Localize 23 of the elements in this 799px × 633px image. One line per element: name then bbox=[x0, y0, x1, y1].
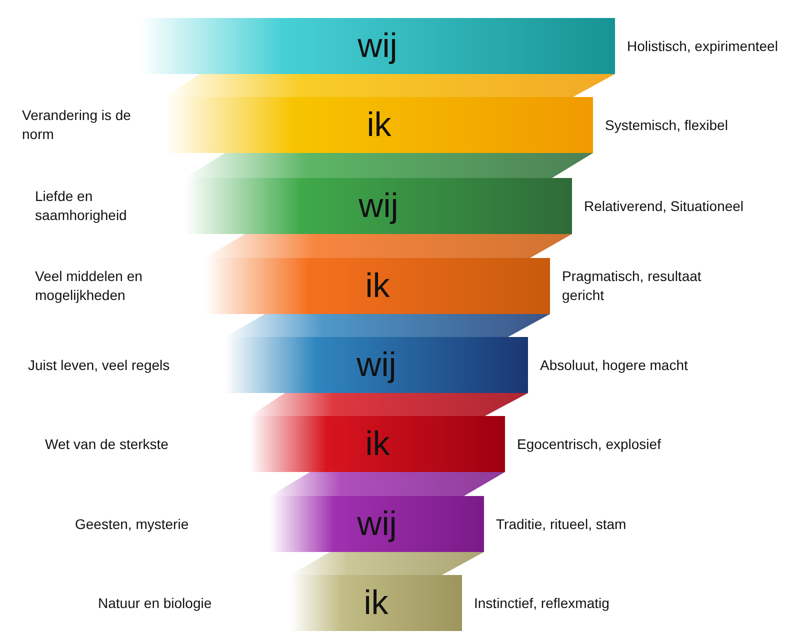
left-description: Natuur en biologie bbox=[98, 594, 212, 612]
right-description: Absoluut, hogere macht bbox=[540, 356, 689, 375]
band-label: ik bbox=[366, 108, 392, 142]
band-label: ik bbox=[365, 427, 390, 461]
right-description: Traditie, ritueel, stam bbox=[496, 514, 628, 534]
left-description: Liefde en saamhorigheid bbox=[35, 187, 128, 225]
right-description: Holistisch, expirimenteel bbox=[627, 36, 779, 56]
band-label: wij bbox=[357, 507, 397, 541]
band-label: wij bbox=[358, 29, 398, 63]
band-label: ik bbox=[365, 269, 390, 303]
left-description: Verandering is de norm bbox=[22, 106, 132, 144]
right-description: Relativerend, Situationeel bbox=[584, 196, 745, 216]
band-label: wij bbox=[358, 189, 398, 223]
left-description: Geesten, mysterie bbox=[75, 514, 189, 534]
right-description: Instinctief, reflexmatig bbox=[474, 594, 610, 613]
left-description: Veel middelen en mogelijkheden bbox=[35, 267, 144, 305]
left-description: Wet van de sterkste bbox=[45, 434, 168, 454]
right-description: Egocentrisch, explosief bbox=[517, 434, 662, 454]
right-description: Pragmatisch, resultaat gericht bbox=[562, 267, 702, 305]
band-label: wij bbox=[356, 348, 396, 382]
band-label: ik bbox=[364, 586, 388, 620]
left-description: Juist leven, veel regels bbox=[28, 356, 170, 374]
right-description: Systemisch, flexibel bbox=[605, 116, 729, 135]
